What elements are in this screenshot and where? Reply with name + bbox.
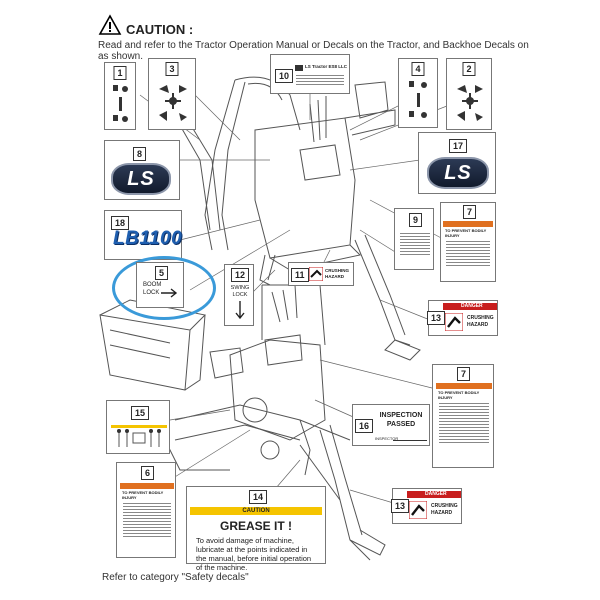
- decal-number: 11: [291, 268, 309, 282]
- decal-number: 7: [457, 367, 471, 381]
- warning-panel: TO PREVENT BODILY INJURY: [436, 383, 492, 445]
- warning-heading: TO PREVENT BODILY INJURY: [438, 390, 480, 400]
- decal-number: 13: [427, 311, 446, 325]
- crushing-hazard-icon: [445, 313, 463, 331]
- warning-panel: TO PREVENT BODILY INJURY: [120, 483, 174, 539]
- ls-logo: LS: [427, 157, 489, 189]
- decal-11: 11 CRUSHING HAZARD: [288, 262, 354, 286]
- plate-title: LS Tractor ES8 LLC: [305, 64, 348, 69]
- grease-panel: CAUTION GREASE IT ! To avoid damage of m…: [190, 507, 322, 575]
- decal-text-lines: [397, 231, 433, 257]
- arrow-right-icon: [161, 288, 178, 298]
- inspector-signature-line: [393, 440, 427, 441]
- grease-body: To avoid damage of machine, lubricate at…: [196, 536, 312, 572]
- decal-number: 6: [141, 466, 155, 480]
- decal-number: 18: [111, 216, 130, 230]
- danger-panel: DANGER CRUSHING HAZARD: [443, 303, 497, 331]
- decal-text-lines: [436, 403, 492, 443]
- boom-lock-label: BOOM LOCK: [143, 282, 162, 296]
- decal-4: 4: [398, 58, 438, 128]
- crushing-hazard-label: CRUSHING HAZARD: [467, 315, 494, 328]
- decal-number: 4: [411, 62, 425, 76]
- decal-7-lower: 7 TO PREVENT BODILY INJURY: [432, 364, 494, 468]
- decal-15: 15: [106, 400, 170, 454]
- decal-number: 2: [462, 62, 476, 76]
- warning-heading: TO PREVENT BODILY INJURY: [445, 228, 487, 238]
- decal-number: 8: [133, 147, 147, 161]
- decal-10: 10 LS Tractor ES8 LLC: [270, 54, 350, 94]
- warning-heading: TO PREVENT BODILY INJURY: [122, 490, 164, 500]
- warning-stripe: [120, 483, 174, 489]
- inspection-passed-label: INSPECTION PASSED: [379, 412, 423, 428]
- decal-number: 7: [463, 205, 477, 219]
- danger-header: DANGER: [443, 303, 497, 310]
- warning-panel: TO PREVENT BODILY INJURY: [443, 221, 493, 268]
- caution-title: CAUTION :: [126, 22, 194, 37]
- danger-panel: DANGER CRUSHING HAZARD: [407, 491, 461, 519]
- boom-lock-highlight-ring: [112, 256, 216, 320]
- control-pattern-icon: [457, 85, 483, 121]
- control-pattern-icon: [159, 85, 187, 121]
- caution-text: Read and refer to the Tractor Operation …: [98, 40, 529, 62]
- lb1100-logo: LB1100: [113, 228, 183, 249]
- inspector-line-label: INSPECTOR: [375, 436, 399, 441]
- decal-2: 2: [446, 58, 492, 130]
- crushing-hazard-label: CRUSHING HAZARD: [431, 503, 458, 516]
- plate-lines: [293, 73, 347, 87]
- decal-number: 14: [249, 490, 268, 504]
- grease-title: GREASE IT !: [219, 519, 292, 533]
- decal-6: 6 TO PREVENT BODILY INJURY: [116, 462, 176, 558]
- decal-5: 5 BOOM LOCK: [136, 262, 184, 308]
- decal-13-lower: 13 DANGER CRUSHING HAZARD: [391, 488, 462, 524]
- decal-16: 16 INSPECTION PASSED INSPECTOR: [352, 404, 430, 446]
- decal-number: 17: [449, 139, 468, 153]
- lever-pattern-icon: [409, 81, 427, 118]
- warning-stripe: [436, 383, 492, 389]
- decal-number: 13: [391, 499, 410, 513]
- lever-function-icon: [111, 425, 167, 447]
- decal-18: 18 LB1100: [104, 210, 182, 260]
- decal-text-lines: [120, 503, 174, 537]
- decal-text-lines: [443, 241, 493, 266]
- decal-number: 10: [275, 69, 294, 83]
- decal-9: 9: [394, 208, 434, 270]
- decal-8: 8 LS: [104, 140, 180, 200]
- decal-14: 14 CAUTION GREASE IT ! To avoid damage o…: [186, 486, 326, 572]
- warning-triangle-icon: [98, 14, 122, 35]
- danger-header: DANGER: [407, 491, 461, 498]
- decal-13-upper: 13 DANGER CRUSHING HAZARD: [427, 300, 498, 336]
- crushing-hazard-label: CRUSHING HAZARD: [325, 268, 350, 279]
- crushing-hazard-icon: [409, 501, 427, 519]
- ls-logo: LS: [111, 163, 171, 195]
- warning-stripe: [443, 221, 493, 227]
- decal-12: 12 SWING LOCK: [224, 264, 254, 326]
- decal-number: 1: [113, 66, 127, 80]
- decal-17: 17 LS: [418, 132, 496, 194]
- lever-pattern-icon: [113, 85, 128, 122]
- crushing-hazard-icon: [309, 267, 323, 281]
- swing-lock-label: SWING LOCK: [230, 285, 250, 298]
- decal-number: 15: [131, 406, 150, 420]
- footer-note: Refer to category "Safety decals": [102, 572, 249, 583]
- decal-number: 5: [155, 266, 169, 280]
- arrow-down-icon: [235, 301, 245, 320]
- caution-stripe: CAUTION: [190, 507, 322, 515]
- decal-number: 16: [355, 419, 374, 433]
- plate-logo: [295, 65, 303, 71]
- decal-7-upper: 7 TO PREVENT BODILY INJURY: [440, 202, 496, 282]
- decal-1: 1: [104, 62, 136, 130]
- decal-number: 9: [409, 213, 423, 227]
- decal-number: 12: [231, 268, 250, 282]
- decal-number: 3: [165, 62, 179, 76]
- decal-3: 3: [148, 58, 196, 130]
